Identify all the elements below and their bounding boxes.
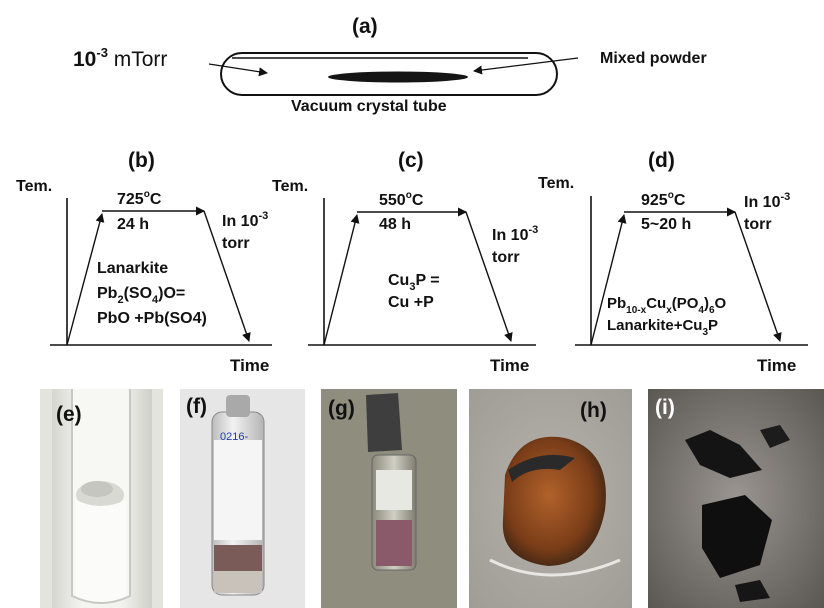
tube-label: Vacuum crystal tube bbox=[291, 98, 447, 115]
panel-b-ylabel: Tem. bbox=[16, 178, 52, 195]
panel-b-temperature: 725oC bbox=[117, 189, 162, 208]
powder-arrow bbox=[473, 57, 579, 75]
photo-i: (i) bbox=[648, 389, 824, 608]
panel-b-atmosphere-unit: torr bbox=[222, 235, 250, 252]
panel-d-xlabel: Time bbox=[757, 356, 796, 375]
panel-b-note-2: Pb2(SO4)O= bbox=[97, 285, 185, 306]
vacuum-tube bbox=[220, 52, 558, 96]
panel-c-xlabel: Time bbox=[490, 356, 529, 375]
photo-e: (e) bbox=[40, 389, 163, 608]
panel-c-ylabel: Tem. bbox=[272, 178, 308, 195]
panel-b-note-1: Lanarkite bbox=[97, 260, 168, 277]
panel-b-label: (b) bbox=[128, 149, 155, 172]
panel-c-note-2: Cu +P bbox=[388, 294, 434, 311]
panel-b-note-3: PbO +Pb(SO4) bbox=[97, 310, 207, 327]
panel-d-note-2: Lanarkite+Cu3P bbox=[607, 317, 718, 338]
photo-f-label: (f) bbox=[186, 395, 207, 418]
panel-b-atmosphere: In 10-3 bbox=[222, 210, 268, 230]
panel-d: (d) Tem. Time 925oC 5~20 h In 10-3 torr … bbox=[538, 149, 808, 375]
panel-b-heating-ramp bbox=[66, 213, 105, 346]
photo-f: 0216- (f) bbox=[180, 389, 305, 608]
panel-c-heating-ramp bbox=[323, 214, 360, 346]
photo-e-label: (e) bbox=[56, 403, 82, 426]
ampoule-writing: 0216- bbox=[220, 431, 248, 443]
panel-d-duration: 5~20 h bbox=[641, 216, 691, 233]
panel-d-temperature: 925oC bbox=[641, 190, 686, 209]
panel-c: (c) Tem. Time 550oC 48 h In 10-3 torr Cu… bbox=[272, 149, 538, 375]
panel-d-cooling-ramp bbox=[734, 211, 782, 342]
panel-a-label: (a) bbox=[352, 15, 378, 38]
pressure-arrow bbox=[208, 63, 268, 77]
panel-b-duration: 24 h bbox=[117, 216, 149, 233]
panel-d-note-1: Pb10-xCux(PO4)6O bbox=[607, 295, 727, 316]
panel-b: (b) Tem. Time 725oC 24 h In 10-3 torr La… bbox=[16, 149, 272, 375]
pressure-label: 10-3 mTorr bbox=[73, 45, 167, 71]
panel-b-cooling-ramp bbox=[203, 210, 251, 342]
panel-c-note-1: Cu3P = bbox=[388, 272, 440, 293]
photo-g-label: (g) bbox=[328, 397, 355, 420]
panel-c-temperature: 550oC bbox=[379, 190, 424, 209]
mixed-powder-label: Mixed powder bbox=[600, 50, 707, 67]
panel-c-atmosphere-unit: torr bbox=[492, 249, 520, 266]
panel-d-ylabel: Tem. bbox=[538, 175, 574, 192]
panel-a: (a) 10-3 mTorr Mixed powder Vacuum cryst… bbox=[73, 15, 707, 115]
panel-d-label: (d) bbox=[648, 149, 675, 172]
photo-g: (g) bbox=[321, 389, 457, 608]
panel-c-atmosphere: In 10-3 bbox=[492, 224, 538, 244]
panel-c-duration: 48 h bbox=[379, 216, 411, 233]
photo-h: (h) bbox=[469, 389, 632, 608]
photo-i-label: (i) bbox=[655, 396, 675, 419]
photo-h-label: (h) bbox=[580, 399, 607, 422]
mixed-powder bbox=[328, 71, 468, 83]
panel-d-atmosphere-unit: torr bbox=[744, 216, 772, 233]
panel-d-atmosphere: In 10-3 bbox=[744, 191, 790, 211]
panel-c-label: (c) bbox=[398, 149, 424, 172]
panel-d-heating-ramp bbox=[590, 214, 627, 346]
panel-c-cooling-ramp bbox=[465, 211, 513, 342]
panel-b-xlabel: Time bbox=[230, 356, 269, 375]
